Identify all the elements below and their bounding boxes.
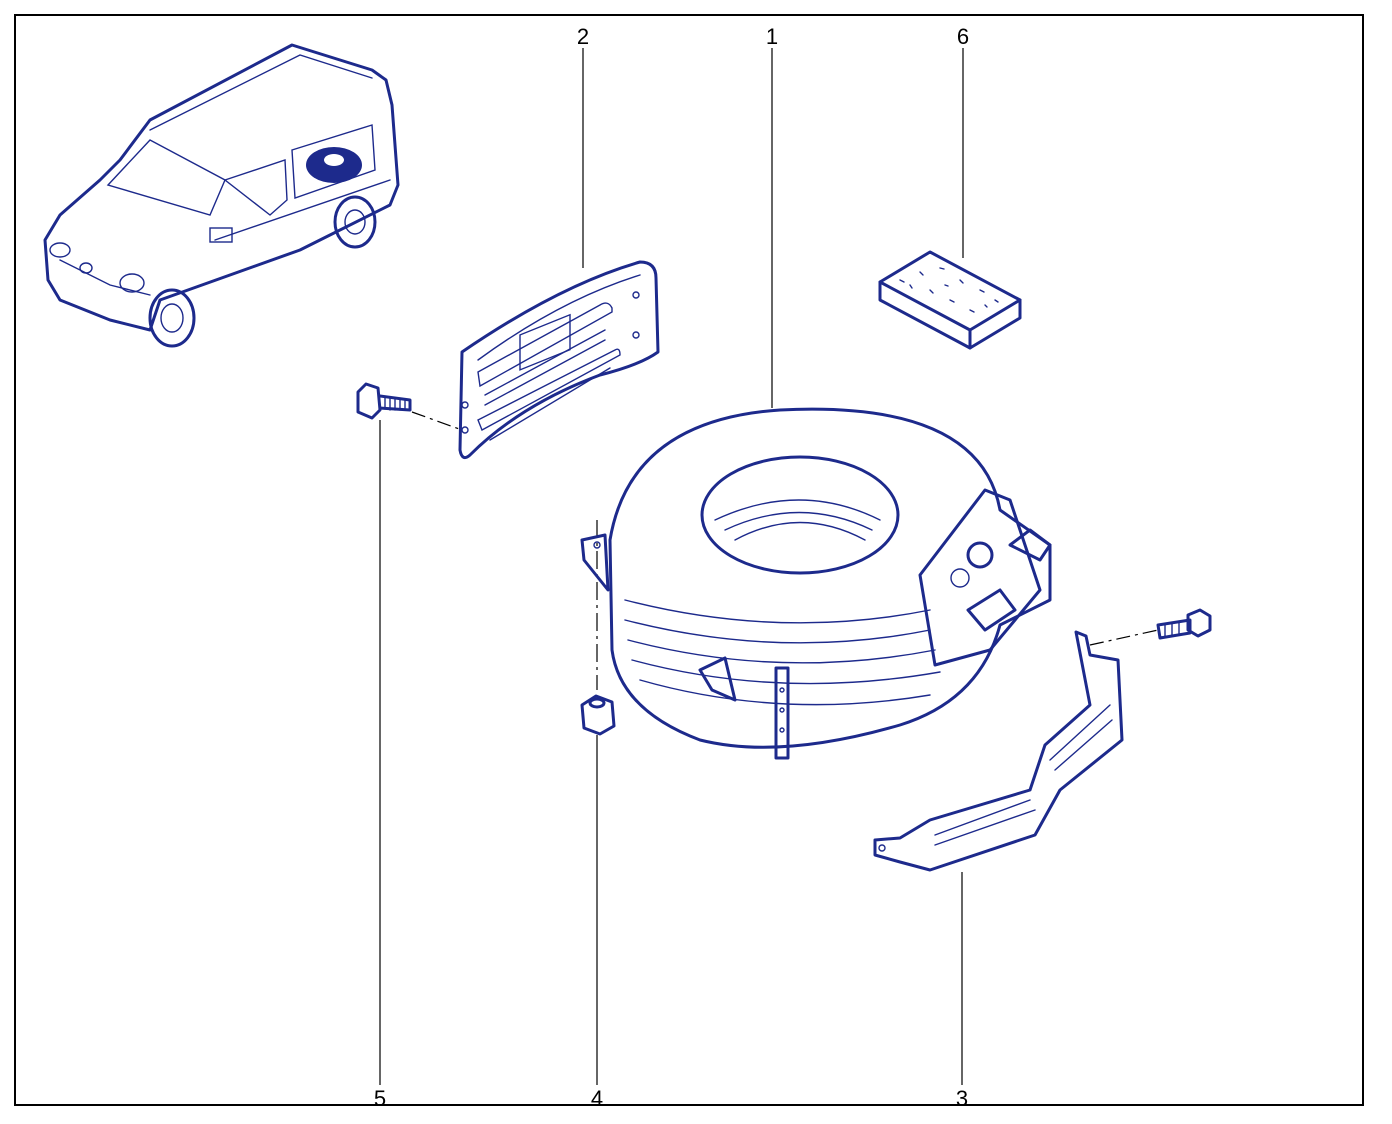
callout-4: 4 [590,1086,604,1111]
callout-1: 1 [765,24,779,49]
leader-lines [379,48,1159,1085]
part-1-spare-wheel [580,407,1052,760]
part-2-plate [458,260,660,460]
part-4-nut [580,694,616,736]
part-5-bolt [356,382,412,420]
axis-line-bolt-3 [1089,629,1159,646]
callout-6: 6 [956,24,970,49]
callout-5: 5 [373,1086,387,1111]
callout-2: 2 [576,24,590,49]
part-6-foam-pad [878,250,1022,350]
diagram-frame [14,14,1364,1106]
part-3-bolt [1156,608,1212,640]
van-illustration [43,43,400,348]
axis-line-bolt-5 [411,411,463,431]
callout-3: 3 [955,1086,969,1111]
part-3-bracket [873,630,1124,872]
